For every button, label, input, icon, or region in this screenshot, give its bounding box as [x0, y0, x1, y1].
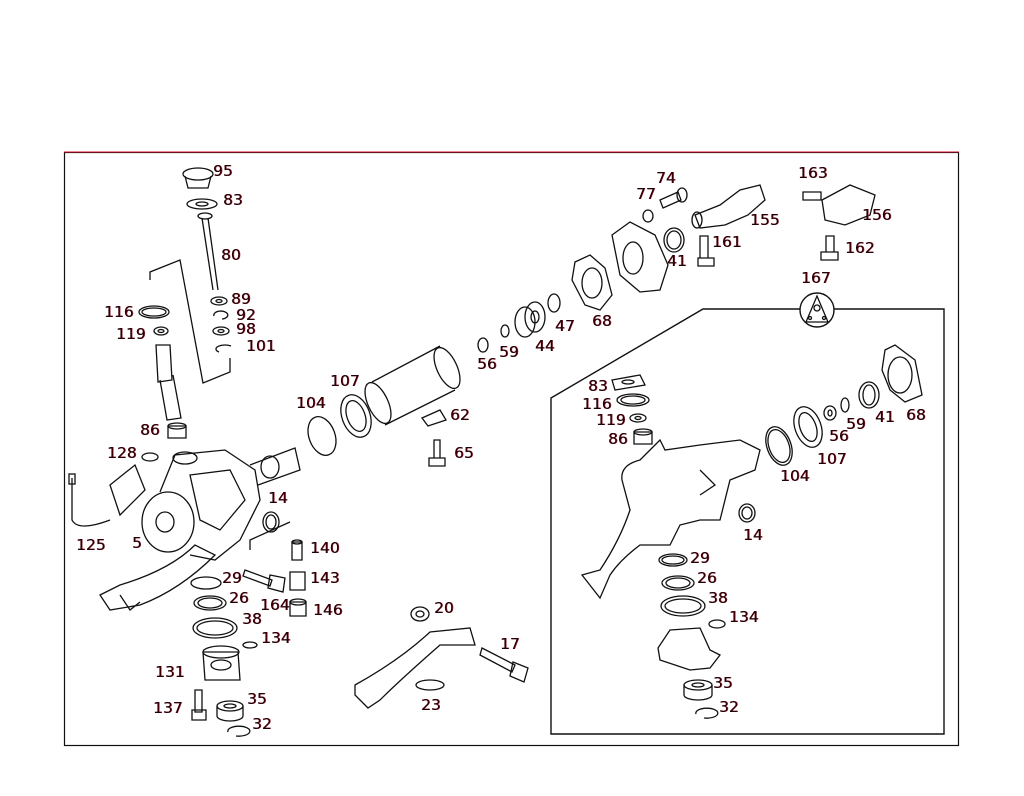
label-143: 143 — [310, 569, 340, 587]
label-59: 59 — [499, 343, 519, 361]
label-164: 164 — [260, 596, 290, 614]
inset-label-56: 56 — [829, 427, 849, 445]
label-5: 5 — [132, 534, 142, 552]
label-163: 163 — [798, 164, 828, 182]
label-116: 116 — [104, 303, 134, 321]
label-20: 20 — [434, 599, 454, 617]
inset-label-119: 119 — [596, 411, 626, 429]
label-146: 146 — [313, 601, 343, 619]
label-162: 162 — [845, 239, 875, 257]
label-98: 98 — [236, 320, 256, 338]
label-74: 74 — [656, 169, 676, 187]
label-156: 156 — [862, 206, 892, 224]
label-161: 161 — [712, 233, 742, 251]
label-101: 101 — [246, 337, 276, 355]
inset-label-107: 107 — [817, 450, 847, 468]
inset-label-26: 26 — [697, 569, 717, 587]
label-140: 140 — [310, 539, 340, 557]
label-137: 137 — [153, 699, 183, 717]
label-107: 107 — [330, 372, 360, 390]
label-62: 62 — [450, 406, 470, 424]
inset-label-83: 83 — [588, 377, 608, 395]
label-44: 44 — [535, 337, 555, 355]
label-89: 89 — [231, 290, 251, 308]
inset-label-35: 35 — [713, 674, 733, 692]
label-56: 56 — [477, 355, 497, 373]
label-119: 119 — [116, 325, 146, 343]
label-125: 125 — [76, 536, 106, 554]
label-134: 134 — [261, 629, 291, 647]
label-95: 95 — [213, 162, 233, 180]
inset-parts — [580, 344, 923, 719]
label-68: 68 — [592, 312, 612, 330]
label-17: 17 — [500, 635, 520, 653]
label-92: 92 — [236, 306, 256, 324]
inset-label-59: 59 — [846, 415, 866, 433]
label-77: 77 — [636, 185, 656, 203]
inset-label-14: 14 — [743, 526, 763, 544]
inset-label-134: 134 — [729, 608, 759, 626]
inset-label-38: 38 — [708, 589, 728, 607]
diagram-frame — [63, 151, 960, 747]
label-104: 104 — [296, 394, 326, 412]
label-29: 29 — [222, 569, 242, 587]
label-47: 47 — [555, 317, 575, 335]
inset-label-86: 86 — [608, 430, 628, 448]
label-35: 35 — [247, 690, 267, 708]
label-41: 41 — [667, 252, 687, 270]
label-38: 38 — [242, 610, 262, 628]
inset-label-104: 104 — [780, 467, 810, 485]
main-parts — [68, 167, 876, 737]
label-155: 155 — [750, 211, 780, 229]
label-32: 32 — [252, 715, 272, 733]
label-80: 80 — [221, 246, 241, 264]
label-14: 14 — [268, 489, 288, 507]
label-23: 23 — [421, 696, 441, 714]
inset-label-68: 68 — [906, 406, 926, 424]
label-83: 83 — [223, 191, 243, 209]
label-65: 65 — [454, 444, 474, 462]
inset-label-116: 116 — [582, 395, 612, 413]
label-86: 86 — [140, 421, 160, 439]
inset-label-41: 41 — [875, 408, 895, 426]
label-167: 167 — [801, 269, 831, 287]
inset-label-32: 32 — [719, 698, 739, 716]
label-128: 128 — [107, 444, 137, 462]
inset-label-29: 29 — [690, 549, 710, 567]
label-131: 131 — [155, 663, 185, 681]
label-26: 26 — [229, 589, 249, 607]
inset-frame — [550, 308, 945, 735]
